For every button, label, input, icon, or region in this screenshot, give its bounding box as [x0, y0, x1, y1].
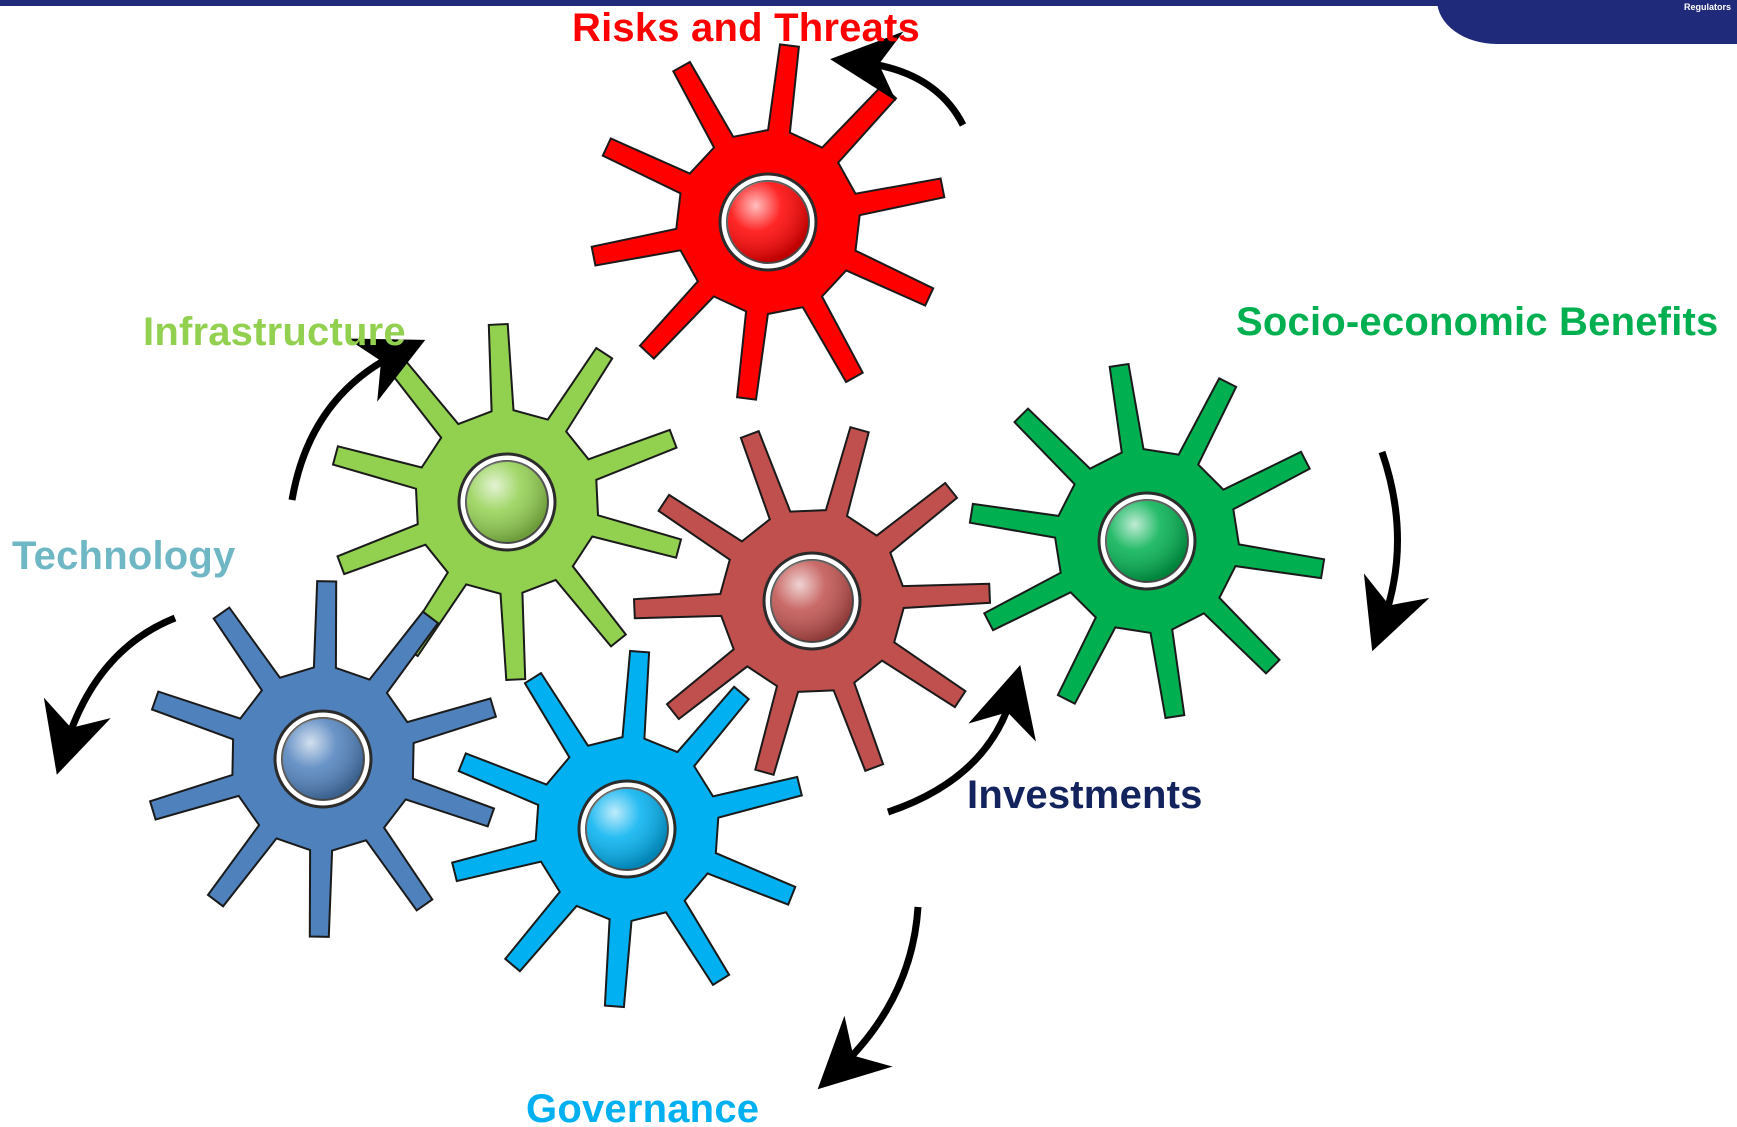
label-risks-and-threats: Risks and Threats	[572, 6, 920, 50]
label-investments: Investments	[967, 773, 1203, 817]
arrow-infrastructure	[288, 338, 426, 501]
label-technology: Technology	[12, 534, 236, 578]
corner-logo-text: Regulators	[1683, 2, 1731, 12]
gear-red-hub-shine	[727, 181, 809, 263]
label-governance: Governance	[526, 1087, 760, 1127]
gear-sky-blue-hub-shine	[586, 788, 668, 870]
gear-green-hub-shine	[1106, 500, 1188, 582]
gear-steel-blue-hub-shine	[282, 718, 364, 800]
gear-light-green	[331, 322, 683, 682]
label-infrastructure: Infrastructure	[143, 310, 406, 354]
arrow-risks	[830, 31, 967, 127]
arrow-technology	[43, 614, 177, 775]
gear-sky-blue	[450, 649, 804, 1009]
gear-light-green-hub-shine	[466, 461, 548, 543]
gear-brown-red-hub-shine	[771, 560, 853, 642]
gear-brown-red	[632, 425, 992, 777]
arrow-socio-economic	[1363, 450, 1430, 652]
arrow-investments	[886, 664, 1036, 816]
gear-steel-blue	[148, 580, 498, 938]
header-bar	[0, 0, 1737, 6]
label-socio-economic-benefits: Socio-economic Benefits	[1236, 300, 1719, 344]
gear-red	[590, 43, 946, 401]
gear-green	[968, 362, 1326, 720]
arrow-governance	[817, 906, 922, 1090]
corner-logo: Regulators	[1437, 0, 1737, 44]
